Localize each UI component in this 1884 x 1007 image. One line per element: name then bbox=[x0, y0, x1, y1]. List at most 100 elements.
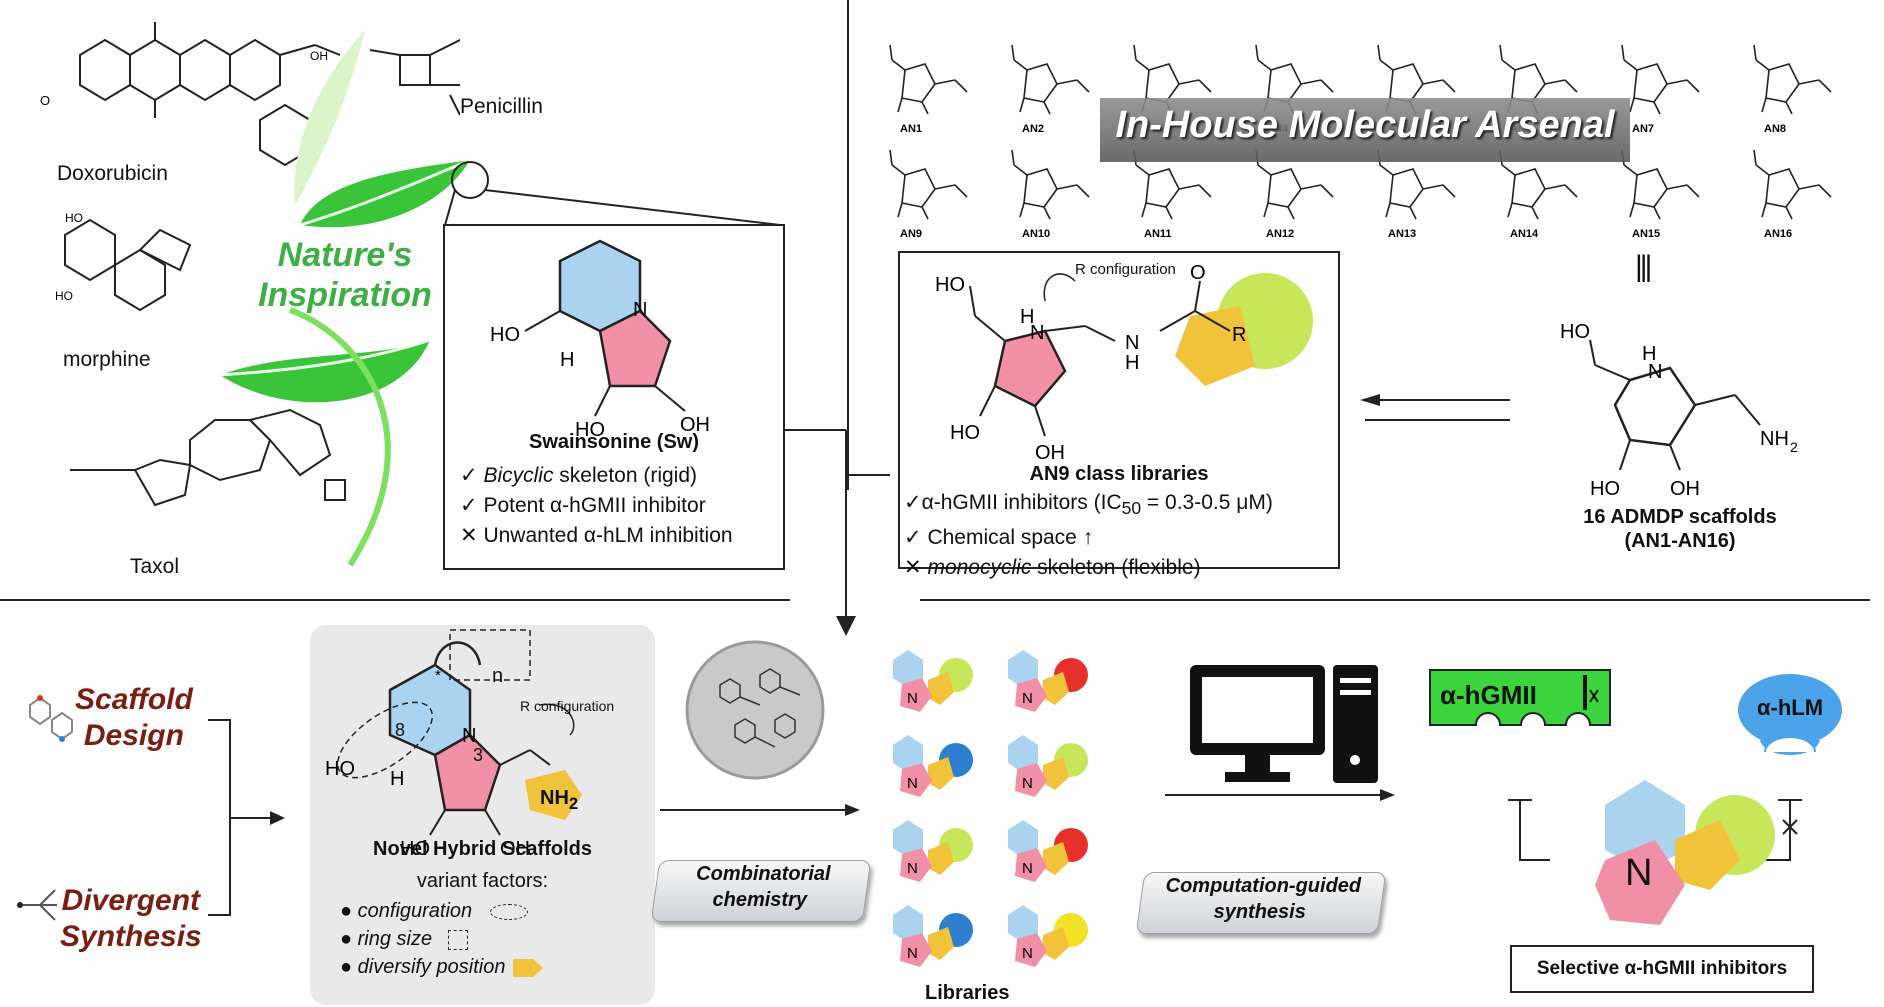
scaffold-label: AN8 bbox=[1764, 123, 1786, 135]
divergent-synthesis-label: Divergent Synthesis bbox=[60, 883, 202, 955]
an9-r-config: R configuration bbox=[1075, 261, 1176, 278]
zoom-lines bbox=[444, 189, 781, 226]
computation-line2: synthesis bbox=[1213, 901, 1306, 923]
swainsonine-point-3: ✕ Unwanted α-hLM inhibition bbox=[460, 521, 733, 551]
leaf-graphic bbox=[219, 30, 489, 567]
point-text: Potent α-hGMII inhibitor bbox=[483, 494, 706, 517]
admdp-line1: 16 ADMDP scaffolds bbox=[1583, 506, 1777, 528]
yellow-pentagon-icon bbox=[513, 958, 544, 977]
scaffold-structure: AN12 bbox=[1255, 149, 1334, 240]
nitrogen-label: N bbox=[1022, 860, 1033, 877]
scaffold-structure: AN9 bbox=[889, 149, 968, 240]
hybrid-scaffold-panel: HO H HO OH N * 3 8 n R configuration NH2… bbox=[310, 625, 655, 1005]
svg-text:2: 2 bbox=[1790, 439, 1798, 455]
factor-text: ring size bbox=[357, 928, 433, 950]
scaffold-line1: Scaffold bbox=[75, 683, 193, 716]
svg-text:O: O bbox=[40, 93, 50, 108]
arsenal-banner-bg bbox=[1100, 98, 1630, 162]
hgmii-label: α-hGMII bbox=[1440, 680, 1537, 710]
svg-text:*: * bbox=[435, 667, 441, 684]
svg-text:HO: HO bbox=[55, 289, 73, 303]
check-icon: ✓ bbox=[904, 491, 922, 514]
check-icon: ✓ bbox=[460, 494, 478, 517]
svg-text:HO: HO bbox=[1560, 321, 1590, 343]
svg-text:N: N bbox=[462, 725, 476, 747]
nh2-text: NH bbox=[540, 787, 569, 809]
factor-diversify: ● diversify position bbox=[340, 953, 545, 981]
scaffold-structure: AN14 bbox=[1499, 149, 1578, 240]
nitrogen-label: N bbox=[907, 945, 918, 962]
svg-text:HO: HO bbox=[65, 211, 83, 225]
an9-point-3: ✕ monocyclic skeleton (flexible) bbox=[904, 553, 1273, 583]
combinatorial-line1: Combinatorial bbox=[696, 863, 831, 885]
computation-arrow bbox=[1165, 789, 1395, 801]
svg-text:N: N bbox=[1125, 332, 1139, 354]
svg-text:H: H bbox=[1020, 306, 1034, 328]
point-text: skeleton (rigid) bbox=[553, 464, 698, 487]
variant-factors: ● configuration ● ring size ● diversify … bbox=[340, 897, 545, 981]
scaffold-line2: Design bbox=[83, 719, 184, 752]
hybrid-position-8: 8 bbox=[395, 720, 406, 740]
combinatorial-arrow bbox=[660, 804, 860, 816]
check-icon: ✓ bbox=[904, 526, 922, 550]
hybrid-nh2: NH2 bbox=[540, 787, 578, 814]
combinatorial-line2: chemistry bbox=[712, 889, 807, 911]
library-molecule: N bbox=[893, 735, 973, 797]
nitrogen-label: N bbox=[907, 860, 918, 877]
penicillin-label: Penicillin bbox=[460, 95, 543, 118]
scaffold-label: AN9 bbox=[900, 228, 922, 240]
scaffold-structure: AN2 bbox=[1011, 44, 1090, 135]
scaffold-label: AN12 bbox=[1266, 228, 1294, 240]
point-text: Chemical space bbox=[927, 526, 1083, 550]
hybrid-structure: HO H HO OH N * bbox=[325, 629, 582, 855]
nature-inspiration-title: Nature's Inspiration bbox=[255, 235, 435, 315]
svg-text:H: H bbox=[390, 768, 404, 790]
admdp-structure: HO H N NH 2 HO OH bbox=[1560, 321, 1798, 500]
computation-guided-synthesis-button: Computation-guided synthesis bbox=[1135, 872, 1387, 934]
swainsonine-panel: N HO H HO OH Swainsonine (Sw) ✓ Bicyclic… bbox=[443, 224, 785, 570]
nature-title-line2: Inspiration bbox=[258, 276, 432, 314]
point-text: α-hGMII inhibitors (IC bbox=[921, 491, 1122, 514]
svg-text:N: N bbox=[633, 299, 647, 321]
svg-text:OH: OH bbox=[680, 414, 710, 436]
variant-title: variant factors: bbox=[416, 870, 549, 892]
double-arrow bbox=[1360, 394, 1510, 421]
check-icon: ✓ bbox=[460, 464, 478, 487]
scaffold-structure: AN15 bbox=[1621, 149, 1700, 240]
admdp-caption: 16 ADMDP scaffolds (AN1-AN16) bbox=[1515, 505, 1845, 553]
svg-text:OH: OH bbox=[500, 838, 530, 855]
admdp-line2: (AN1-AN16) bbox=[1624, 530, 1736, 552]
point-emphasis: monocyclic bbox=[927, 556, 1032, 580]
point-text: skeleton (flexible) bbox=[1031, 556, 1201, 580]
an9-point-2: ✓ Chemical space ↑ bbox=[904, 523, 1273, 553]
svg-text:HO: HO bbox=[950, 422, 980, 444]
hybrid-position-3: 3 bbox=[473, 745, 484, 765]
scaffold-structure: AN11 bbox=[1133, 149, 1212, 240]
up-arrow-icon: ↑ bbox=[1082, 526, 1094, 550]
an9-name: AN9 class libraries bbox=[1029, 463, 1209, 485]
swainsonine-name: Swainsonine (Sw) bbox=[528, 431, 700, 453]
cross-icon: ✕ bbox=[904, 556, 922, 580]
hybrid-r-config: R configuration bbox=[520, 698, 615, 714]
scaffold-design-label: Scaffold Design bbox=[75, 682, 193, 754]
an9-structure: HO H N N H O R HO OH bbox=[935, 262, 1313, 461]
target-diagram: N bbox=[1429, 669, 1842, 925]
scaffold-structure: AN10 bbox=[1011, 149, 1090, 240]
svg-text:HO: HO bbox=[575, 419, 605, 436]
factor-text: configuration bbox=[357, 900, 473, 922]
dashed-square-icon bbox=[447, 929, 468, 950]
factor-ring-size: ● ring size bbox=[340, 925, 545, 953]
swainsonine-points: ✓ Bicyclic skeleton (rigid) ✓ Potent α-h… bbox=[460, 461, 733, 551]
svg-text:NH: NH bbox=[1760, 428, 1789, 450]
morphine-label: morphine bbox=[63, 348, 151, 371]
factor-text: diversify position bbox=[357, 956, 506, 978]
hlm-label: α-hLM bbox=[1757, 695, 1824, 720]
computation-line1: Computation-guided bbox=[1165, 875, 1362, 897]
divergent-synthesis-icon bbox=[17, 889, 57, 921]
scaffold-structure: AN13 bbox=[1377, 149, 1456, 240]
point-text: Unwanted α-hLM inhibition bbox=[483, 524, 733, 547]
scaffold-label: AN16 bbox=[1764, 228, 1792, 240]
hybrid-title: Novel Hybrid Scaffolds bbox=[373, 838, 592, 860]
scaffold-label: AN10 bbox=[1022, 228, 1050, 240]
svg-text:R: R bbox=[1232, 324, 1246, 346]
